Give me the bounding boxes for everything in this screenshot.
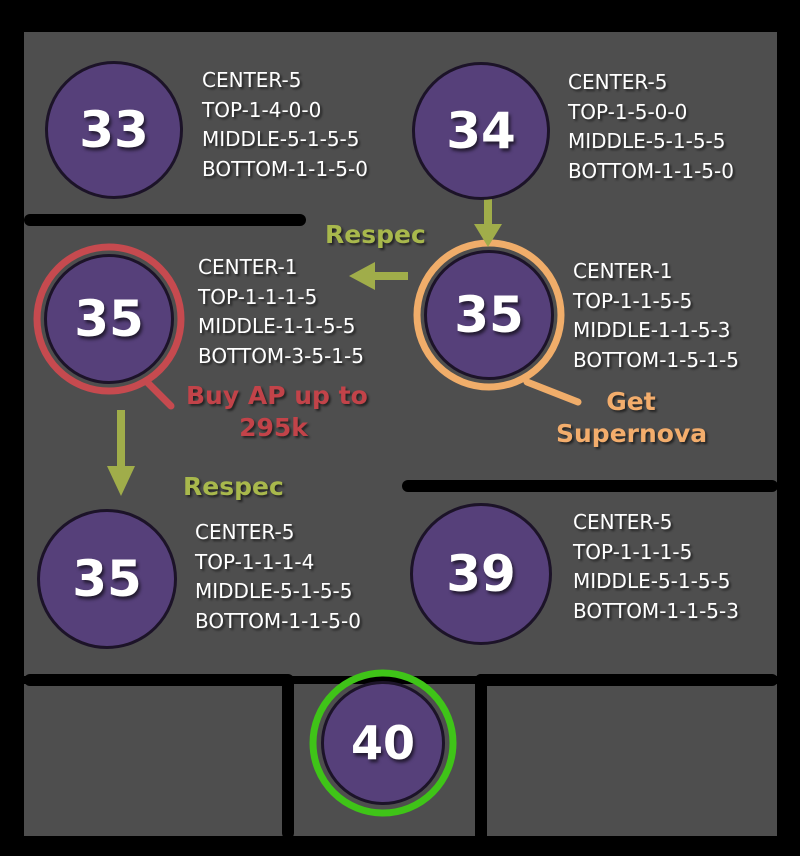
level-node-35-respec: 35 — [37, 509, 177, 649]
build-bottom: BOTTOM-1-1-5-3 — [573, 598, 739, 623]
respec-label: Respec — [183, 472, 284, 501]
build-middle: MIDDLE-5-1-5-5 — [568, 129, 726, 153]
level-node-35-supernova: 35 — [424, 250, 554, 380]
respec-note-bottom: Respec — [183, 471, 284, 503]
build-center: CENTER-5 — [568, 70, 668, 94]
level-node-40: 40 — [321, 681, 445, 805]
build-center: CENTER-5 — [195, 520, 295, 544]
build-top: TOP-1-5-0-0 — [568, 99, 688, 124]
build-center: CENTER-5 — [573, 510, 673, 534]
build-top: TOP-1-1-1-4 — [195, 549, 315, 574]
buy-ap-line1: Buy AP up to — [186, 381, 368, 410]
wall-top-left — [24, 214, 306, 226]
build-text-35-supernova: CENTER-1 TOP-1-1-5-5 MIDDLE-1-1-5-3 BOTT… — [573, 257, 739, 375]
build-top: TOP-1-4-0-0 — [202, 97, 322, 122]
level-node-34: 34 — [412, 62, 550, 200]
arrow-34-to-35 — [474, 198, 502, 247]
build-text-34: CENTER-5 TOP-1-5-0-0 MIDDLE-5-1-5-5 BOTT… — [568, 68, 734, 186]
build-text-33: CENTER-5 TOP-1-4-0-0 MIDDLE-5-1-5-5 BOTT… — [202, 66, 368, 184]
build-center: CENTER-1 — [198, 255, 298, 279]
build-middle: MIDDLE-5-1-5-5 — [573, 569, 731, 593]
wall-bottom-right-horizontal — [475, 674, 778, 686]
buy-ap-ring — [33, 243, 185, 410]
build-text-39: CENTER-5 TOP-1-1-1-5 MIDDLE-5-1-5-5 BOTT… — [573, 508, 739, 626]
build-bottom: BOTTOM-1-1-5-0 — [195, 608, 361, 633]
wall-bottom-right-vertical — [475, 674, 487, 839]
level-label: 35 — [72, 550, 142, 608]
get-line1: Get — [606, 387, 656, 416]
build-top: TOP-1-1-1-5 — [198, 284, 318, 309]
build-bottom: BOTTOM-1-5-1-5 — [573, 347, 739, 372]
wall-middle-right — [402, 480, 778, 492]
level-node-33: 33 — [45, 61, 183, 199]
respec-label: Respec — [325, 220, 426, 249]
build-center: CENTER-1 — [573, 259, 673, 283]
wall-bottom-left-horizontal — [24, 674, 292, 686]
build-text-35-buy-ap: CENTER-1 TOP-1-1-1-5 MIDDLE-1-1-5-5 BOTT… — [198, 253, 364, 371]
level-node-39: 39 — [410, 503, 552, 645]
final-ring — [309, 669, 457, 817]
level-node-35-buy-ap: 35 — [44, 254, 174, 384]
level-label: 39 — [446, 545, 516, 603]
respec-note-top: Respec — [325, 219, 426, 251]
panel-bottom-right — [487, 684, 777, 836]
build-middle: MIDDLE-5-1-5-5 — [195, 579, 353, 603]
panel-bottom-left — [24, 684, 284, 836]
buy-ap-note: Buy AP up to 295k — [186, 380, 368, 444]
get-line2: Supernova — [556, 419, 708, 448]
get-supernova-note: Get Supernova — [556, 386, 708, 450]
arrow-respec-left — [349, 262, 408, 290]
build-middle: MIDDLE-1-1-5-3 — [573, 318, 731, 342]
build-top: TOP-1-1-5-5 — [573, 288, 693, 313]
level-label: 34 — [446, 102, 516, 160]
buy-ap-line2: 295k — [239, 413, 308, 442]
build-top: TOP-1-1-1-5 — [573, 539, 693, 564]
wall-bottom-left-vertical — [282, 674, 294, 839]
build-bottom: BOTTOM-1-1-5-0 — [568, 158, 734, 183]
level-label: 35 — [454, 286, 524, 344]
level-label: 40 — [350, 716, 415, 770]
build-text-35-respec: CENTER-5 TOP-1-1-1-4 MIDDLE-5-1-5-5 BOTT… — [195, 518, 361, 636]
arrow-respec-down — [107, 410, 135, 496]
level-label: 35 — [74, 290, 144, 348]
build-bottom: BOTTOM-3-5-1-5 — [198, 343, 364, 368]
level-label: 33 — [79, 101, 149, 159]
build-middle: MIDDLE-5-1-5-5 — [202, 127, 360, 151]
build-center: CENTER-5 — [202, 68, 302, 92]
build-bottom: BOTTOM-1-1-5-0 — [202, 156, 368, 181]
build-middle: MIDDLE-1-1-5-5 — [198, 314, 356, 338]
